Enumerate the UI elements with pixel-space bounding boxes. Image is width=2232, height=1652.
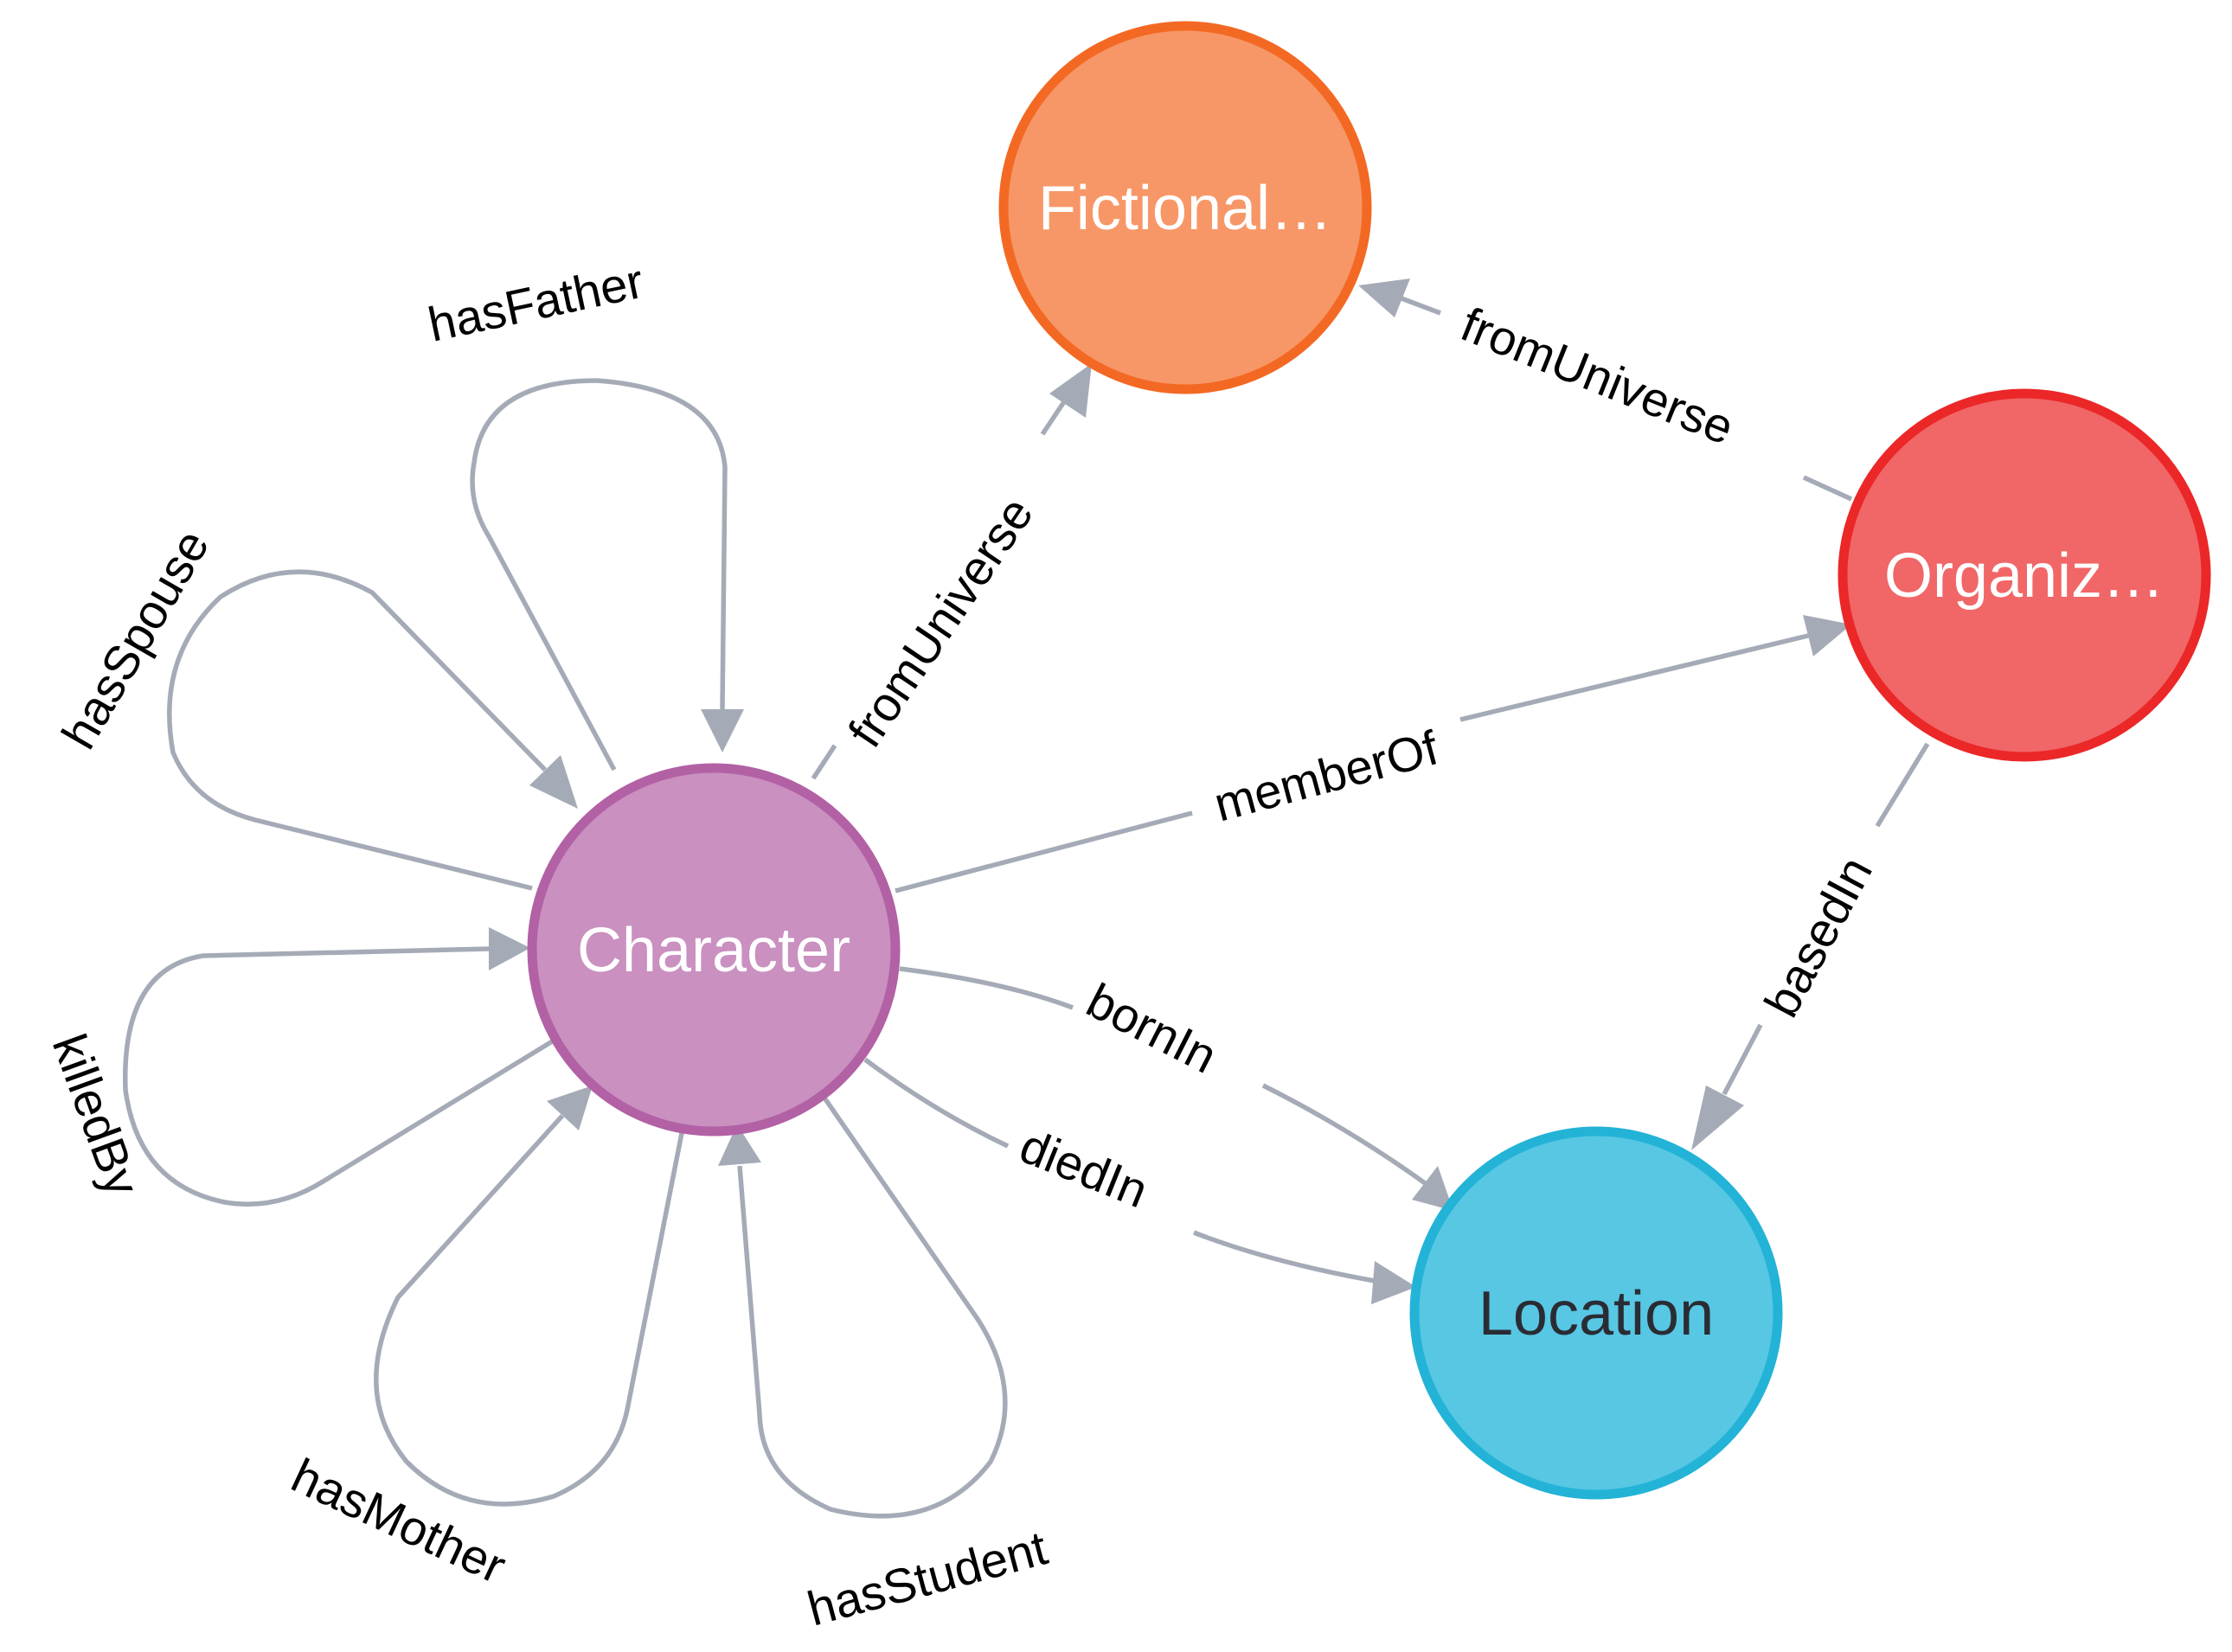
node-location-circle [1409, 1126, 1783, 1500]
node-organization[interactable]: Organiz… [1838, 388, 2211, 762]
edge-label-based-in: basedIn [1754, 848, 1882, 1026]
node-fictional-universe-label: Fictional… [1038, 174, 1332, 243]
edge-has-student[interactable]: hasStudent [718, 1092, 1053, 1636]
node-organization-label: Organiz… [1884, 541, 2165, 611]
edge-character-from-universe[interactable]: fromUniverse [811, 363, 1092, 780]
node-fictional-universe-circle [998, 21, 1372, 394]
edge-label-killed-by: killedBy [42, 1028, 151, 1203]
node-fictional-universe[interactable]: Fictional… [998, 21, 1372, 394]
edge-label-character-from-universe: fromUniverse [837, 487, 1043, 756]
node-location-label: Location [1478, 1279, 1714, 1348]
edge-has-mother[interactable]: hasMother [284, 1085, 686, 1594]
edge-has-spouse[interactable]: hasSpouse [51, 521, 578, 891]
edge-label-has-mother: hasMother [284, 1448, 514, 1594]
edge-label-has-student: hasStudent [802, 1520, 1053, 1636]
edge-based-in[interactable]: basedIn [1691, 742, 1930, 1150]
edge-label-member-of: memberOf [1209, 720, 1444, 831]
edge-born-in[interactable]: bornIn [899, 966, 1453, 1211]
node-character-circle [527, 763, 901, 1137]
edge-killed-by[interactable]: killedBy [42, 927, 555, 1207]
edge-member-of[interactable]: memberOf [895, 615, 1851, 893]
edge-org-from-universe[interactable]: fromUniverse [1358, 279, 1853, 502]
node-organization-circle [1838, 388, 2211, 762]
edge-label-has-father: hasFather [423, 253, 648, 352]
edge-died-in[interactable]: diedIn [863, 1057, 1416, 1304]
edge-label-has-spouse: hasSpouse [51, 521, 220, 758]
node-character-label: Character [577, 916, 850, 985]
edge-label-died-in: diedIn [1013, 1118, 1156, 1219]
node-location[interactable]: Location [1409, 1126, 1783, 1500]
edge-label-born-in: bornIn [1079, 973, 1226, 1084]
node-character[interactable]: Character [527, 763, 901, 1137]
edge-label-org-from-universe: fromUniverse [1454, 297, 1741, 455]
